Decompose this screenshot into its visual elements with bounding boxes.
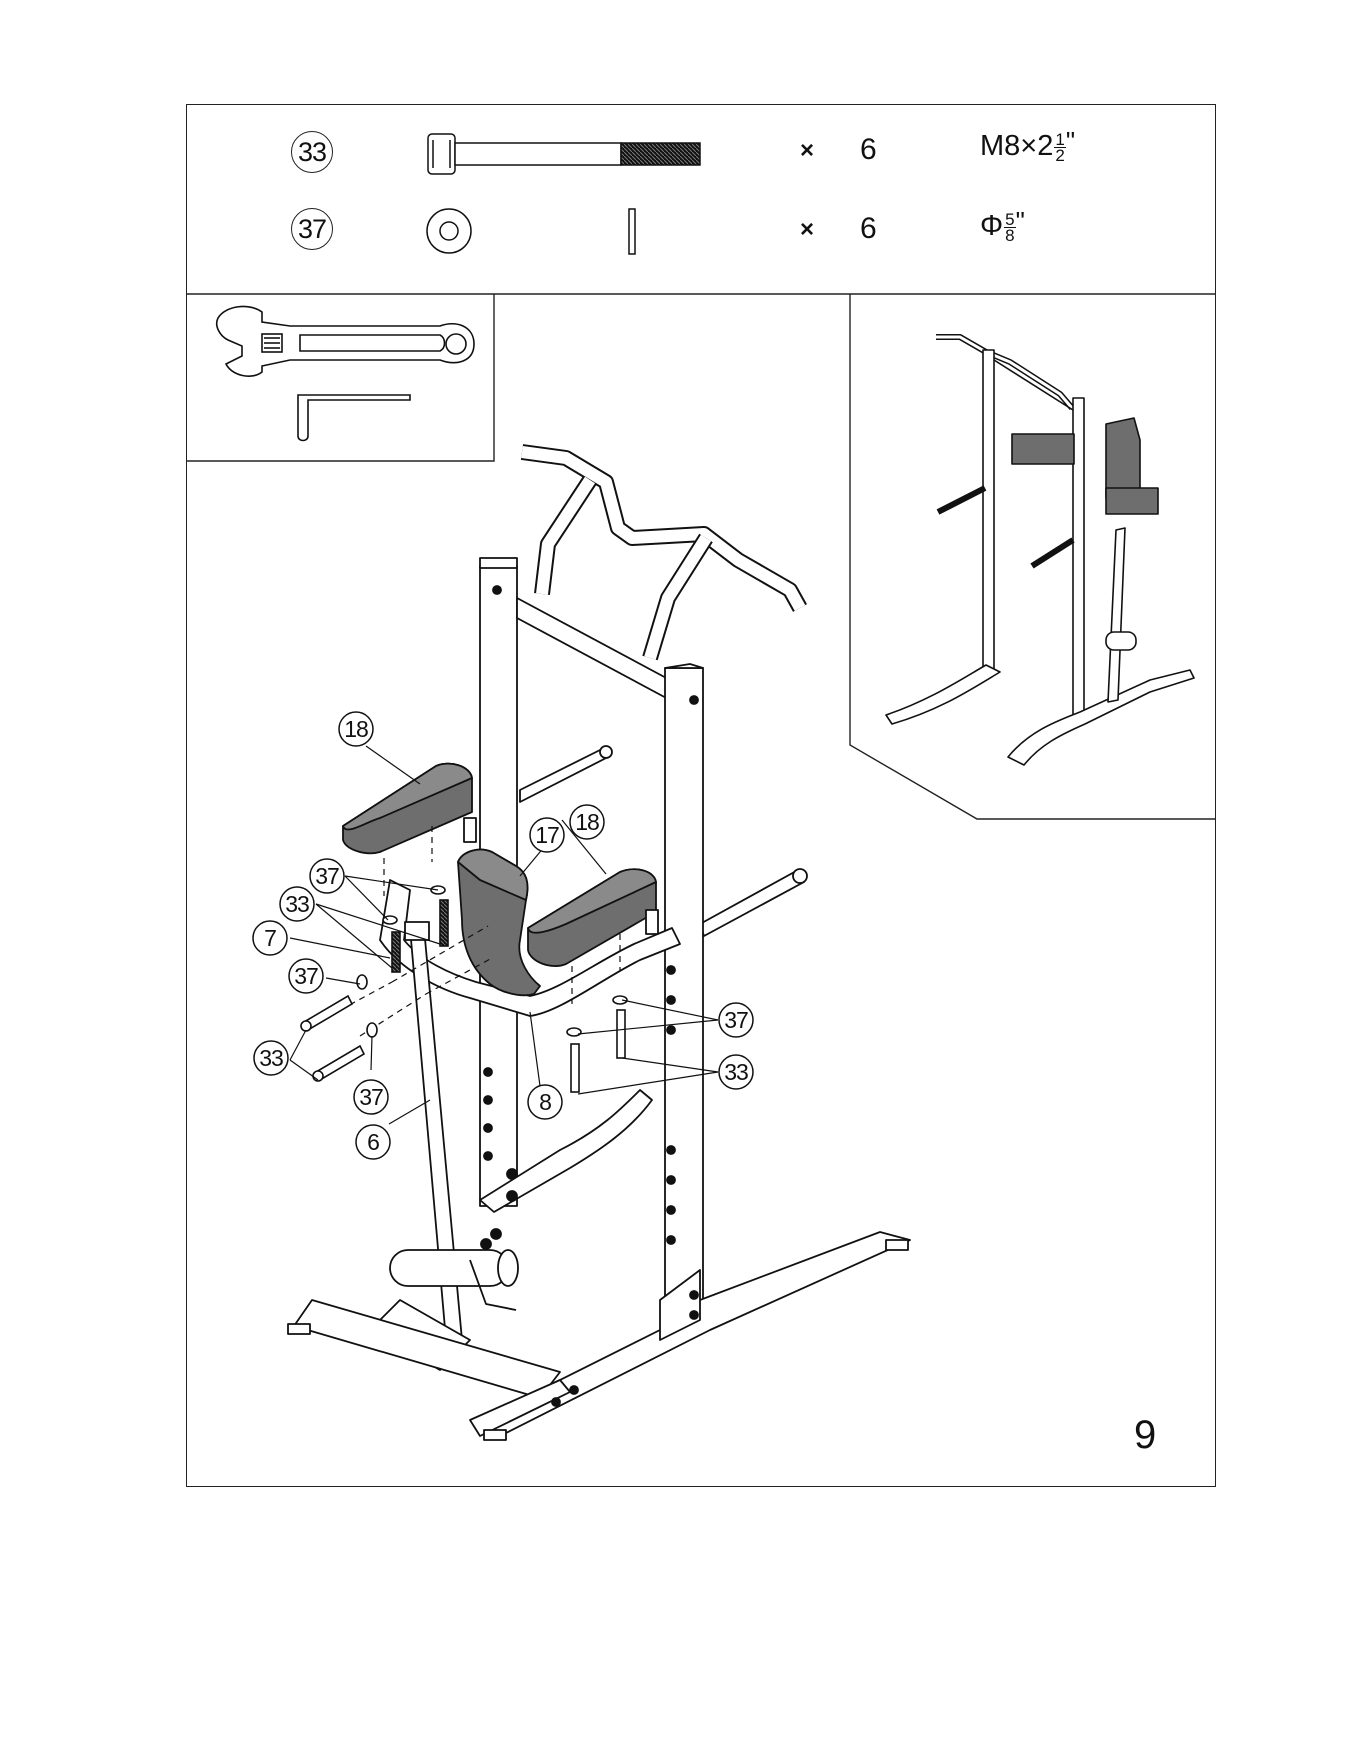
washer-icon: [427, 209, 635, 254]
adjustable-wrench-icon: [217, 306, 474, 376]
back-pad: [458, 850, 540, 996]
callout-33-upper: 33: [285, 891, 309, 917]
callout-18-right: 18: [575, 809, 599, 835]
callout-37-lower: 37: [359, 1084, 383, 1110]
callout-8: 8: [539, 1089, 551, 1115]
assembled-overview: [886, 337, 1194, 765]
callout-37-right: 37: [724, 1007, 748, 1033]
callout-7: 7: [264, 925, 276, 951]
page-number: 9: [1134, 1413, 1156, 1458]
bolt-icon: [428, 134, 700, 174]
callout-18-left: 18: [344, 716, 368, 742]
power-tower-frame: [288, 452, 910, 1440]
callout-33-left: 33: [259, 1045, 283, 1071]
callout-6: 6: [367, 1129, 379, 1155]
callout-17: 17: [535, 822, 559, 848]
callout-37-left: 37: [294, 963, 318, 989]
hex-key-icon: [298, 395, 410, 441]
callout-33-right: 33: [724, 1059, 748, 1085]
callout-37-upper: 37: [315, 863, 339, 889]
